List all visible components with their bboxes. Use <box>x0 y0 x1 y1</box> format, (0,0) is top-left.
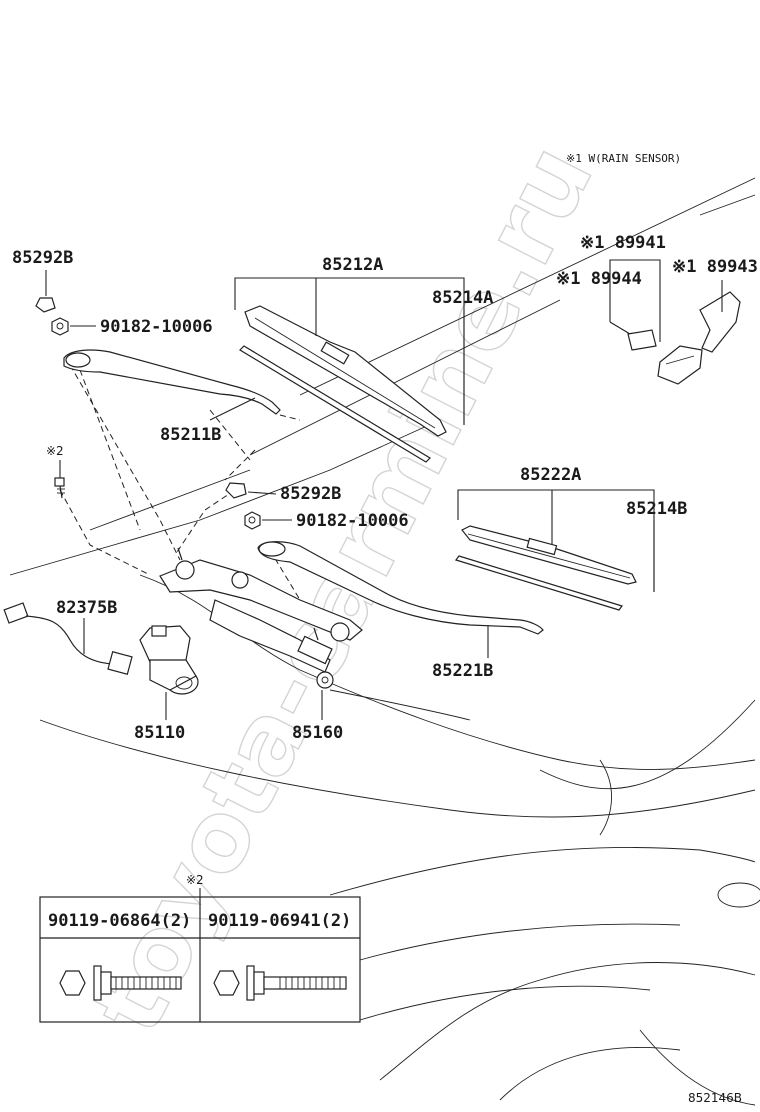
label-85211B: 85211B <box>160 425 221 445</box>
part-labels: ※1 W(RAIN SENSOR) 85292B 90182-10006 852… <box>12 152 758 743</box>
wiper-blade-85222A <box>461 525 637 585</box>
cap-85292B-top <box>35 297 56 313</box>
diagram-reference: 852146B <box>688 1091 742 1105</box>
rain-sensor-cover-89943 <box>657 291 741 385</box>
wire-harness-82375B <box>3 602 133 676</box>
label-85221B: 85221B <box>432 661 493 681</box>
cap-85292B-mid <box>225 482 247 499</box>
vehicle-body-outline <box>9 177 760 1106</box>
label-85110: 85110 <box>134 723 185 743</box>
sensor-pad-89944 <box>627 329 657 351</box>
bolt-mark2 <box>54 477 65 499</box>
label-85292B-top: 85292B <box>12 248 73 268</box>
label-85212A: 85212A <box>322 255 383 275</box>
refill-85214B <box>455 555 623 611</box>
assembly-guide-lines <box>59 364 301 601</box>
wiper-link-85160 <box>159 547 363 689</box>
wiper-arm-85211B <box>63 349 281 415</box>
bolt-col2-label: 90119-06941(2) <box>208 911 351 931</box>
bolt-table: ※2 90119-06864(2) 90119-06941(2) <box>39 873 361 1023</box>
label-90182-mid: 90182-10006 <box>296 511 409 531</box>
bolt-col1-label: 90119-06864(2) <box>48 911 191 931</box>
wiper-arm-85221B <box>257 541 544 635</box>
label-85214B: 85214B <box>626 499 687 519</box>
label-82375B: 82375B <box>56 598 117 618</box>
wiper-blade-85212A <box>244 305 447 437</box>
note-rain-sensor: ※1 W(RAIN SENSOR) <box>566 152 681 165</box>
bolt-90119-06864-icon <box>59 965 182 1001</box>
wiper-motor-85110 <box>139 625 199 695</box>
label-85222A: 85222A <box>520 465 581 485</box>
label-90182-top: 90182-10006 <box>100 317 213 337</box>
nut-90182-mid <box>244 511 261 530</box>
label-89941: ※1 89941 <box>580 233 666 253</box>
label-89944: ※1 89944 <box>556 269 642 289</box>
label-mark2: ※2 <box>46 444 64 458</box>
refill-85214A <box>239 345 431 463</box>
nut-90182-top <box>51 317 69 336</box>
leader-lines <box>45 259 723 720</box>
label-85160: 85160 <box>292 723 343 743</box>
bolt-90119-06941-icon <box>213 965 347 1001</box>
bolt-table-mark: ※2 <box>186 873 204 887</box>
label-85214A: 85214A <box>432 288 493 308</box>
label-85292B-mid: 85292B <box>280 484 341 504</box>
label-89943: ※1 89943 <box>672 257 758 277</box>
